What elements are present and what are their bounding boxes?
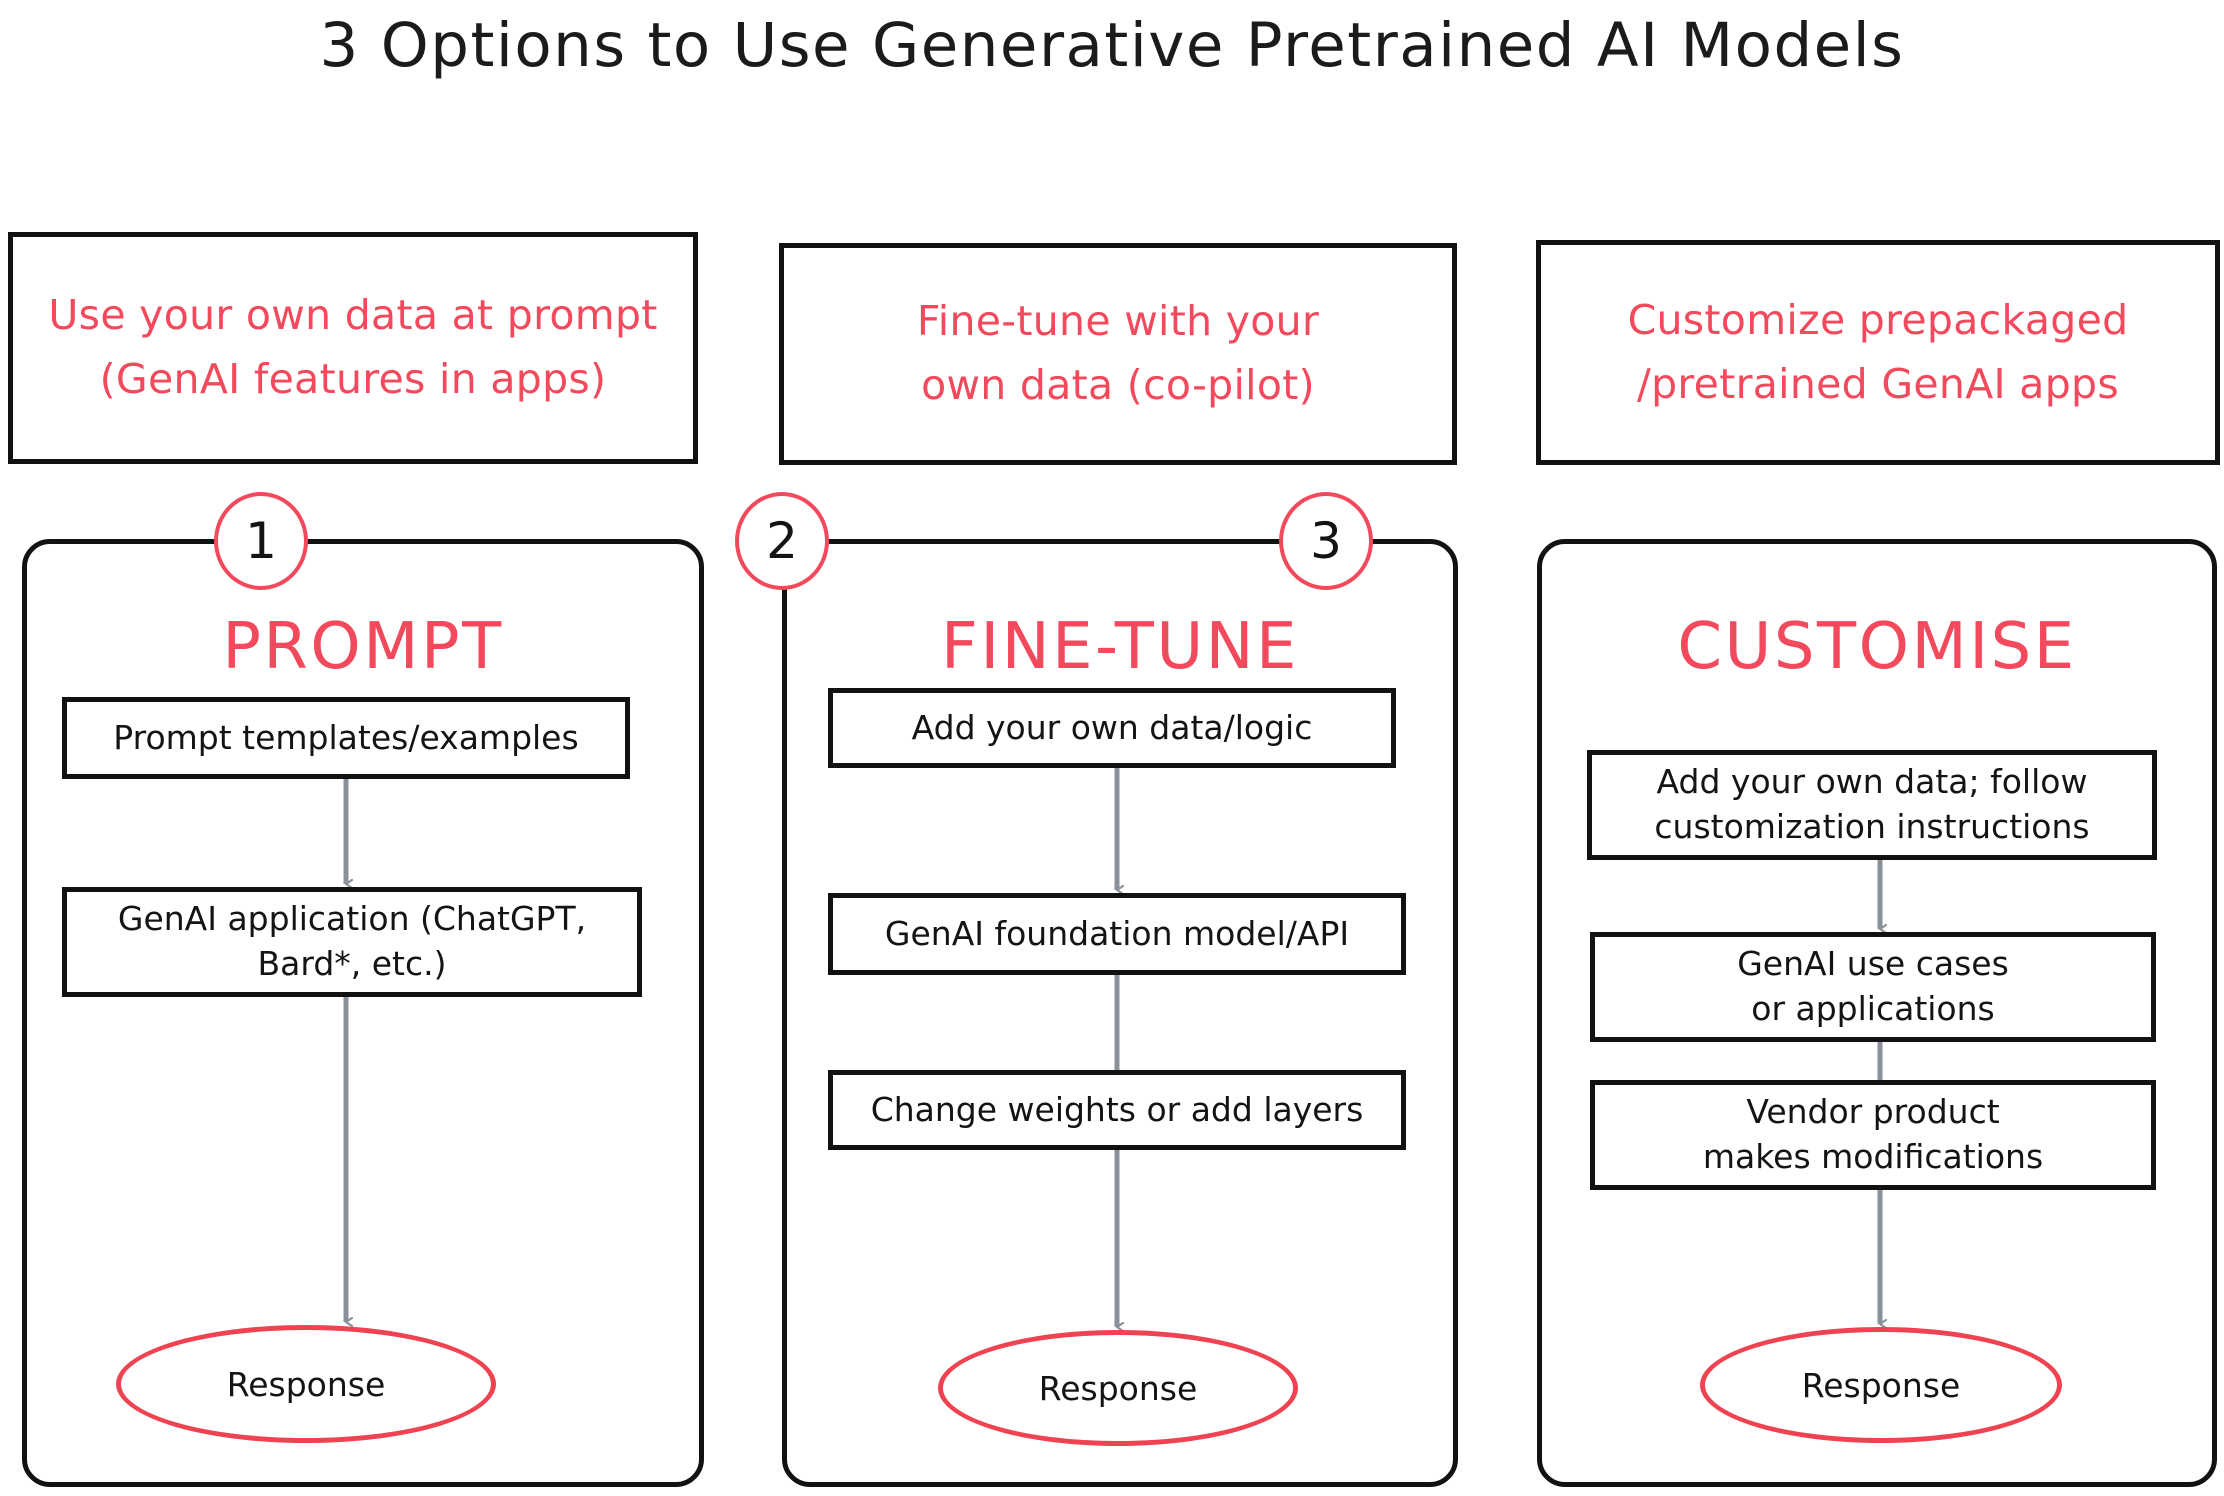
column-heading-prompt: PROMPT <box>222 610 504 684</box>
header-caption-text-2: Fine-tune with your own data (co-pilot) <box>916 297 1320 409</box>
step-box: Change weights or add layers <box>828 1070 1406 1150</box>
step-badge-3: 3 <box>1279 492 1373 590</box>
step-badge-2: 2 <box>735 492 829 590</box>
page-title: 3 Options to Use Generative Pretrained A… <box>319 10 1905 81</box>
header-caption-box-1: Use your own data at prompt (GenAI featu… <box>8 232 698 464</box>
response-node: Response <box>938 1330 1298 1446</box>
step-box: GenAI application (ChatGPT, Bard*, etc.) <box>62 887 642 997</box>
column-heading-customise: CUSTOMISE <box>1677 610 2077 684</box>
step-box: Vendor product makes modifications <box>1590 1080 2156 1190</box>
step-badge-1: 1 <box>214 492 308 590</box>
step-box: Add your own data/logic <box>828 688 1396 768</box>
column-heading-fine-tune: FINE-TUNE <box>941 610 1299 684</box>
header-caption-box-3: Customize prepackaged /pretrained GenAI … <box>1536 240 2220 465</box>
step-box: Add your own data; follow customization … <box>1587 750 2157 860</box>
header-caption-box-2: Fine-tune with your own data (co-pilot) <box>779 243 1457 465</box>
response-node: Response <box>116 1325 496 1443</box>
response-node: Response <box>1700 1327 2062 1443</box>
step-box: Prompt templates/examples <box>62 697 630 779</box>
step-box: GenAI use cases or applications <box>1590 932 2156 1042</box>
step-box: GenAI foundation model/API <box>828 893 1406 975</box>
header-caption-text-1: Use your own data at prompt (GenAI featu… <box>48 291 658 403</box>
header-caption-text-3: Customize prepackaged /pretrained GenAI … <box>1627 295 2129 408</box>
